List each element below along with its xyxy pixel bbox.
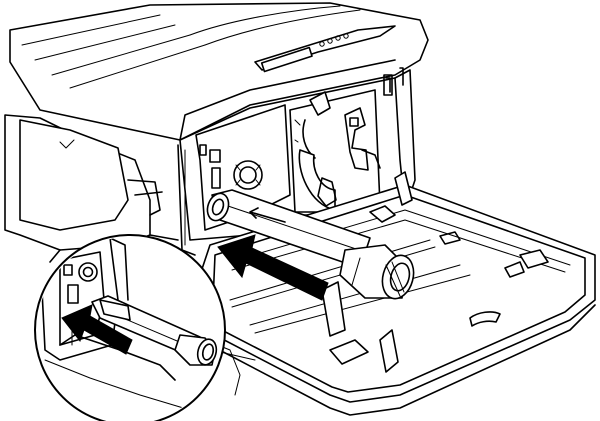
- paper-tray-left: [4, 114, 163, 251]
- control-panel: [254, 25, 396, 73]
- detail-inset: [34, 234, 226, 421]
- detail-insert-arrow-icon: [61, 304, 133, 355]
- insert-arrow-icon: [217, 234, 329, 301]
- printer-top-cover: [9, 2, 429, 141]
- toner-cartridge: [206, 189, 415, 300]
